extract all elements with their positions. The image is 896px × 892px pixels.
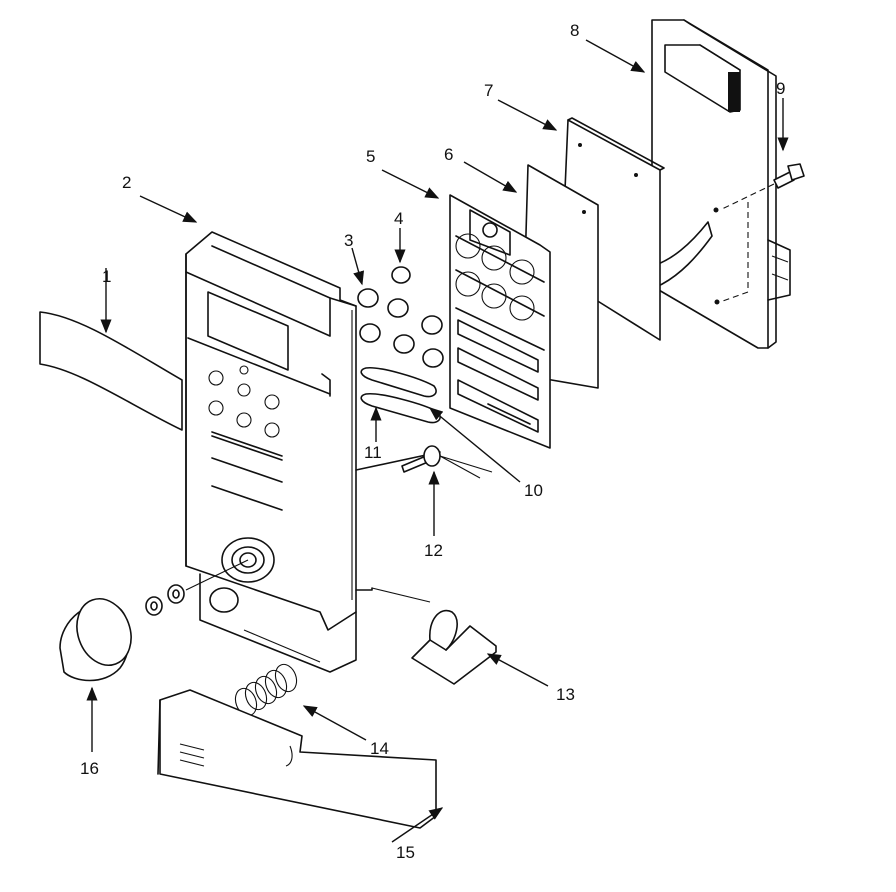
callout-1: 1 (102, 267, 111, 286)
callout-6: 6 (444, 145, 453, 164)
callout-16: 16 (80, 759, 99, 778)
part-2-control-panel-housing (185, 231, 441, 673)
callout-12: 12 (424, 541, 443, 560)
callout-13: 13 (556, 685, 575, 704)
callout-10: 10 (524, 481, 543, 500)
part-8-mounting-plate (651, 19, 791, 349)
leader-arrows (86, 39, 789, 843)
washers (145, 559, 249, 616)
part-15-cover (157, 689, 437, 829)
callout-5: 5 (366, 147, 375, 166)
callout-4: 4 (394, 209, 403, 228)
callout-11: 11 (364, 443, 382, 462)
callout-8: 8 (570, 21, 579, 40)
callout-labels: 1 2 3 4 5 6 7 8 9 10 11 12 13 14 15 16 (80, 21, 785, 862)
part-11-bar-keys (360, 367, 437, 398)
part-16-knob (59, 598, 132, 682)
part-1-window-film (39, 311, 183, 431)
callout-3: 3 (344, 231, 353, 250)
part-9-screw (719, 163, 805, 303)
part-3-button-caps (357, 288, 381, 343)
callout-15: 15 (396, 843, 415, 862)
part-13-latch (371, 587, 497, 685)
callout-14: 14 (370, 739, 389, 758)
part-4-button-caps (387, 266, 444, 368)
part-14-spring (234, 663, 298, 717)
part-12-screw (401, 445, 493, 479)
callout-9: 9 (776, 79, 785, 98)
part-5-keypad-membrane (449, 194, 551, 449)
callout-7: 7 (484, 81, 493, 100)
callout-2: 2 (122, 173, 131, 192)
part-10-bar-key (360, 393, 441, 424)
